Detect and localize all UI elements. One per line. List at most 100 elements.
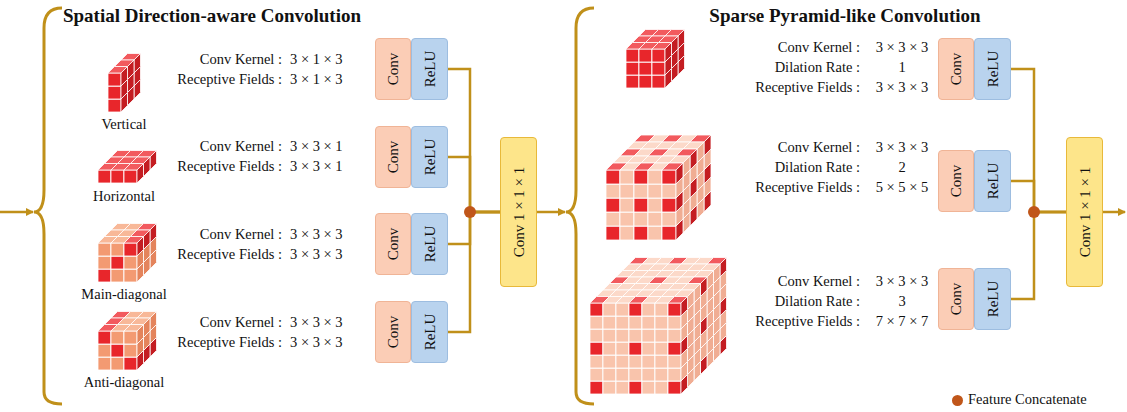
voxel-face	[629, 316, 642, 329]
concat-dot	[1028, 206, 1040, 218]
voxel-face	[668, 381, 681, 394]
kernel-spec: Conv Kernel :	[200, 315, 282, 331]
voxel-face	[720, 258, 727, 278]
voxel-face	[655, 342, 668, 355]
voxel-face	[629, 342, 642, 355]
voxel-face	[668, 355, 681, 368]
voxel-face	[648, 212, 662, 226]
voxel-face	[144, 157, 151, 177]
voxel-face	[655, 381, 668, 394]
kernel-spec: 3 × 3 × 3	[876, 80, 929, 96]
voxel-face	[98, 256, 111, 269]
voxel-face	[662, 226, 676, 240]
voxel-face	[616, 316, 629, 329]
voxel-face	[668, 368, 681, 381]
relu-box: ReLU	[411, 213, 448, 275]
voxel-face	[620, 212, 634, 226]
kernel-spec: 5 × 5 × 5	[876, 180, 929, 196]
kernel-spec: Conv Kernel :	[200, 139, 282, 155]
voxel-face	[616, 303, 629, 316]
voxel-face	[603, 381, 616, 394]
voxel-face	[648, 184, 662, 198]
voxel-face	[124, 331, 137, 344]
voxel-face	[603, 355, 616, 368]
voxel-face	[668, 355, 681, 368]
voxel-face	[124, 331, 137, 344]
voxel-face	[634, 212, 648, 226]
voxel-face	[629, 303, 642, 316]
voxel-face	[655, 303, 668, 316]
voxel-face	[634, 226, 648, 240]
kernel-spec: Receptive Fields :	[177, 159, 282, 175]
voxel-face	[603, 329, 616, 342]
voxel-face	[629, 329, 642, 342]
voxel-face	[150, 151, 157, 171]
box-label: Conv	[385, 53, 402, 86]
voxel-face	[111, 331, 124, 344]
voxel-face	[662, 170, 676, 184]
voxel-face	[626, 49, 639, 62]
kernel-caption: Anti-diagonal	[84, 375, 165, 391]
voxel-face	[590, 381, 603, 394]
voxel-face	[662, 212, 676, 226]
flow-arrow	[537, 211, 565, 214]
kernel-spec: Receptive Fields :	[177, 72, 282, 88]
kernel-spec: 3 × 1 × 3	[290, 72, 343, 88]
voxel-face	[668, 329, 681, 342]
connector	[1011, 212, 1066, 299]
voxel-face	[606, 212, 620, 226]
voxel-face	[634, 198, 648, 212]
voxel-face	[634, 184, 648, 198]
voxel-face	[642, 381, 655, 394]
voxel-face	[629, 355, 642, 368]
voxel-face	[648, 198, 662, 212]
voxel-face	[629, 342, 642, 355]
voxel-face	[642, 342, 655, 355]
kernel-spec: Conv Kernel :	[200, 52, 282, 68]
voxel-face	[668, 329, 681, 342]
voxel-face	[626, 75, 639, 88]
voxel-face	[620, 212, 634, 226]
voxel-face	[655, 303, 668, 316]
voxel-face	[707, 271, 714, 291]
voxel-face	[629, 316, 642, 329]
voxel-face	[137, 164, 144, 184]
voxel-face	[655, 329, 668, 342]
voxel-face	[137, 325, 144, 345]
voxel-face	[603, 303, 616, 316]
connector	[448, 69, 500, 212]
voxel-face	[662, 170, 676, 184]
relu-box: ReLU	[974, 150, 1011, 212]
voxel-face	[694, 284, 701, 304]
section-title: Sparse Pyramid-like Convolution	[709, 6, 980, 27]
voxel-face	[124, 344, 137, 357]
voxel-face	[676, 163, 683, 184]
voxel-face	[655, 316, 668, 329]
output-arrow	[1103, 211, 1125, 214]
voxel-face	[111, 331, 124, 344]
voxel-face	[648, 212, 662, 226]
voxel-face	[642, 355, 655, 368]
voxel-face	[701, 277, 708, 297]
voxel-face	[629, 329, 642, 342]
voxel-face	[642, 303, 655, 316]
voxel-face	[616, 368, 629, 381]
box-label: ReLU	[421, 226, 438, 263]
voxel-face	[629, 342, 642, 355]
voxel-face	[655, 342, 668, 355]
voxel-face	[111, 357, 124, 370]
voxel-face	[616, 342, 629, 355]
voxel-face	[642, 355, 655, 368]
voxel-face	[655, 329, 668, 342]
voxel-face	[639, 75, 652, 88]
voxel-face	[137, 237, 144, 257]
voxel-face	[697, 142, 704, 163]
voxel-face	[655, 355, 668, 368]
voxel-face	[606, 198, 620, 212]
voxel-face	[629, 316, 642, 329]
voxel-face	[655, 355, 668, 368]
voxel-face	[639, 62, 652, 75]
voxel-face	[662, 184, 676, 198]
voxel-face	[668, 316, 681, 329]
voxel-face	[634, 170, 648, 184]
